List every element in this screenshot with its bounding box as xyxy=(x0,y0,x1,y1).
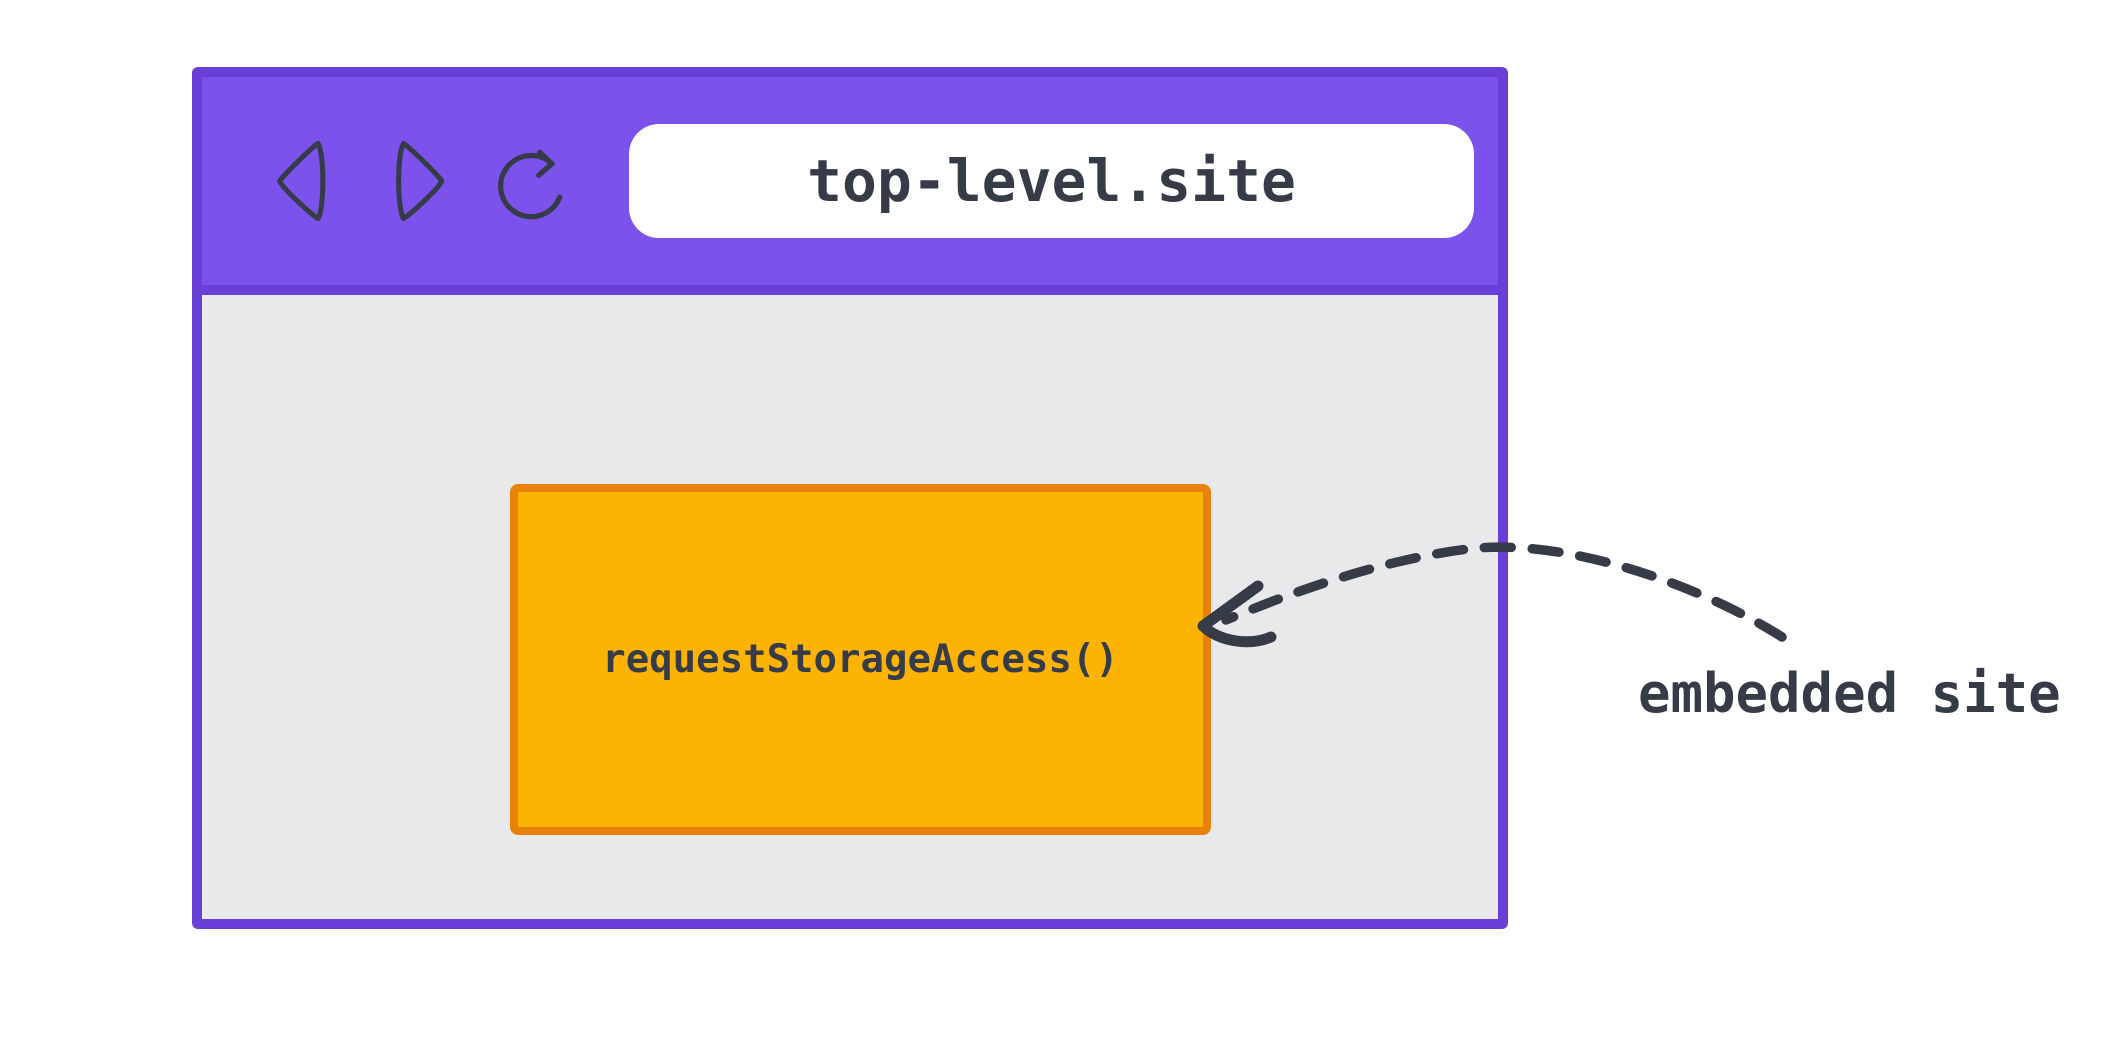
back-icon xyxy=(274,138,331,224)
embedded-iframe[interactable]: requestStorageAccess() xyxy=(510,484,1211,835)
forward-icon xyxy=(389,138,449,224)
browser-window: top-level.site requestStorageAccess() xyxy=(192,67,1508,929)
page-content: requestStorageAccess() xyxy=(202,295,1498,919)
annotation-label: embedded site xyxy=(1638,662,2061,725)
browser-toolbar: top-level.site xyxy=(202,77,1498,295)
back-button[interactable] xyxy=(274,138,331,224)
embed-label: requestStorageAccess() xyxy=(602,637,1119,682)
reload-button[interactable] xyxy=(489,135,575,227)
forward-button[interactable] xyxy=(389,138,449,224)
url-text: top-level.site xyxy=(807,147,1296,215)
url-bar[interactable]: top-level.site xyxy=(629,124,1474,238)
reload-icon xyxy=(489,135,575,227)
